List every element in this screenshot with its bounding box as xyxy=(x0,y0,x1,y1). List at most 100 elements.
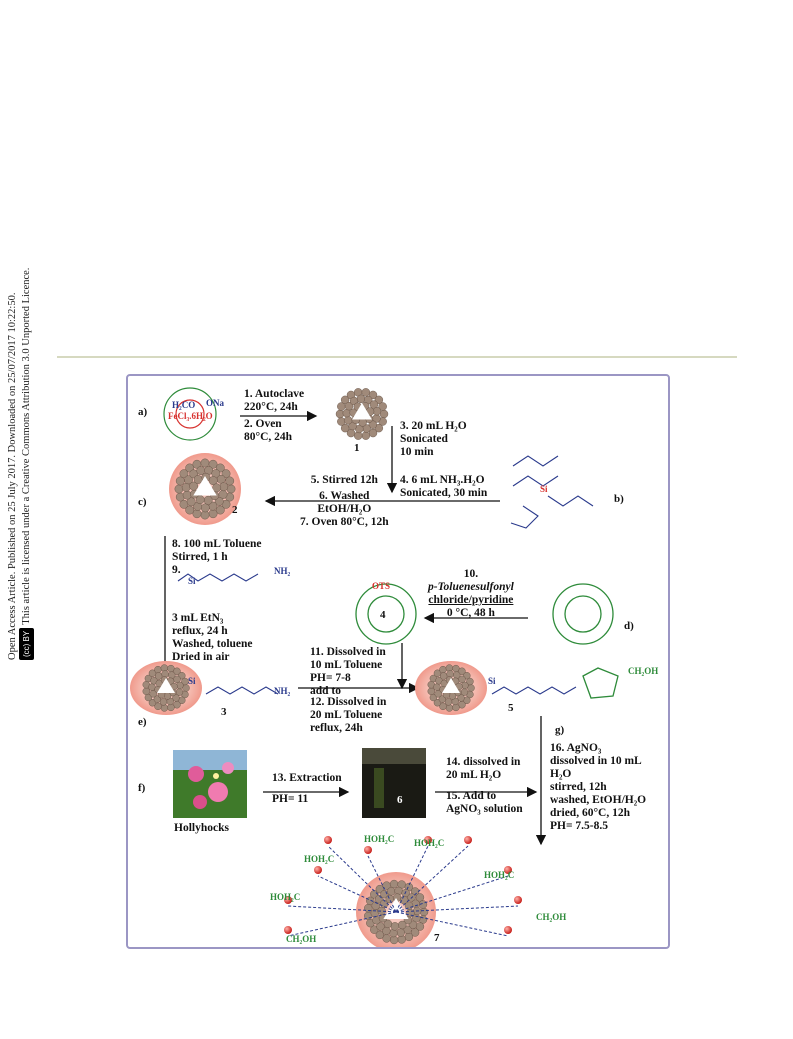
nanoparticle-bead xyxy=(216,474,226,484)
nanoparticle-bead xyxy=(389,879,399,889)
extract-jar-6 xyxy=(362,748,426,818)
si-label-b: Si xyxy=(540,484,548,494)
ligand-chain xyxy=(287,911,397,937)
cc-by-badge[interactable]: (cc) BY xyxy=(19,627,34,660)
silver-nanoparticle xyxy=(504,926,512,934)
label-c: c) xyxy=(138,496,147,508)
label-d: d) xyxy=(624,620,634,632)
nanoparticle-bead xyxy=(214,497,224,506)
reaction-arrows xyxy=(159,410,547,846)
compound-6: 6 xyxy=(397,794,403,806)
nanoparticle-bead xyxy=(344,401,354,411)
scheme-graphics xyxy=(130,387,619,947)
label-g: g) xyxy=(555,724,565,736)
silver-nanoparticle xyxy=(364,846,372,854)
si-label-5: Si xyxy=(488,676,496,686)
nanoparticle-bead xyxy=(396,928,405,937)
ch2oh-label-7b: CH₂OH xyxy=(536,912,567,922)
nanoparticle-bead xyxy=(387,887,396,896)
license-line-2[interactable]: This article is licensed under a Creativ… xyxy=(21,267,32,625)
nanoparticle-bead xyxy=(200,458,210,468)
core-cutaway xyxy=(193,476,217,496)
reagent-a-fecl3: FeCl₃.6H₂O xyxy=(168,411,213,421)
ligand-chain xyxy=(395,845,429,913)
ligand-chain xyxy=(287,905,397,913)
nanoparticle-bead xyxy=(439,702,447,711)
ligand-chain xyxy=(395,905,519,913)
compound-5: 5 xyxy=(508,702,514,714)
particle-1 xyxy=(335,388,389,440)
nanoparticle-bead xyxy=(375,930,385,940)
cyclodextrin-4 xyxy=(355,583,417,645)
label-b: b) xyxy=(614,493,624,505)
hoh2c-label-7a: HOH₂C xyxy=(364,834,395,844)
particle-7-ligands xyxy=(284,836,522,937)
label-a: a) xyxy=(138,406,148,418)
nanoparticle-bead xyxy=(163,692,172,700)
license-line-1: Open Access Article. Published on 25 Jul… xyxy=(7,292,18,660)
nanoparticle-bead xyxy=(368,390,378,400)
nanoparticle-bead xyxy=(203,495,213,505)
nanoparticle-bead xyxy=(179,469,189,479)
nh2-label-3: NH₂ xyxy=(274,686,291,696)
nanoparticle-bead xyxy=(448,692,457,700)
ch2oh-label-5: CH₂OH xyxy=(628,666,659,676)
nanoparticle-bead xyxy=(221,469,231,479)
silver-nanoparticle xyxy=(324,836,332,844)
nanoparticle-bead xyxy=(404,932,414,942)
header-divider xyxy=(57,356,737,358)
hoh2c-label-7b: HOH₂C xyxy=(414,838,445,848)
nanoparticle-bead xyxy=(181,677,189,686)
nanoparticle-bead xyxy=(445,704,454,712)
nanoparticle-bead xyxy=(383,919,393,929)
ligand-chain xyxy=(367,855,397,913)
nanoparticle-bead xyxy=(208,476,218,486)
silver-nanoparticle xyxy=(504,866,512,874)
nanoparticle-bead xyxy=(340,395,350,405)
nanoparticle-bead xyxy=(154,702,162,711)
nanoparticle-bead xyxy=(457,694,465,702)
reagent-a-h2co: H₂CO xyxy=(172,400,196,410)
ligand-chain xyxy=(327,845,397,913)
label-f: f) xyxy=(138,782,146,794)
nanoparticle-bead xyxy=(343,416,353,425)
compound-1: 1 xyxy=(354,442,360,454)
nanoparticle-bead xyxy=(439,665,447,674)
core-cutaway xyxy=(352,403,372,420)
synthesis-scheme-figure: a) b) c) d) e) f) g) 1 2 3 4 5 6 7 H₂CO … xyxy=(126,374,670,949)
nanoparticle-bead xyxy=(189,481,199,491)
silver-nanoparticle xyxy=(464,836,472,844)
hollyhocks-caption: Hollyhocks xyxy=(174,822,229,834)
nanoparticle-bead xyxy=(186,497,196,507)
si-label-9: Si xyxy=(188,576,196,586)
nanoparticle-bead xyxy=(181,482,191,492)
nanoparticle-bead xyxy=(159,698,168,706)
nh2-label: NH₂ xyxy=(274,566,291,576)
nanoparticle-bead xyxy=(361,431,371,440)
nanoparticle-bead xyxy=(215,505,225,515)
compound-2: 2 xyxy=(232,504,238,516)
si-label-3: Si xyxy=(188,676,196,686)
nanoparticle-bead xyxy=(184,475,193,485)
nanoparticle-bead xyxy=(378,402,387,411)
compound-4: 4 xyxy=(380,609,386,621)
aminosilane-chain xyxy=(177,573,577,695)
nanoparticle-bead xyxy=(212,483,222,493)
cd-cage-5 xyxy=(582,667,619,699)
nanoparticle-bead xyxy=(440,672,448,680)
cyclodextrin-d xyxy=(552,583,614,645)
hoh2c-label-7d: HOH₂C xyxy=(484,870,515,880)
nanoparticle-bead xyxy=(390,922,400,931)
compound-7: 7 xyxy=(434,932,440,944)
reagent-a-structure xyxy=(163,387,217,441)
nanoparticle-bead xyxy=(200,503,210,513)
nanoparticle-bead xyxy=(208,459,218,469)
